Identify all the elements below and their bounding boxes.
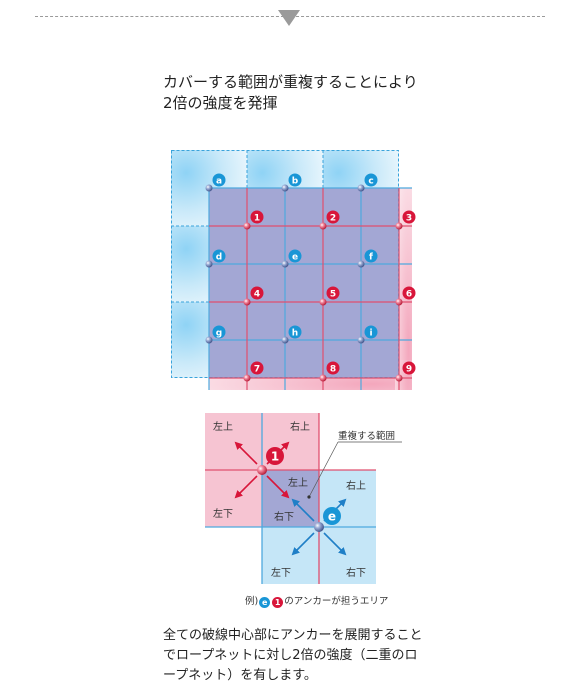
blue-label-bottom-right: 右下 bbox=[346, 566, 366, 579]
down-arrow-icon bbox=[278, 10, 300, 26]
anchor-label-8: 8 bbox=[330, 365, 336, 375]
anchor-4: 4 bbox=[243, 286, 264, 306]
detail-diagram: 1 e 左上 右上 左下 右下 左上 右上 左下 右下 重複する範囲 bbox=[205, 413, 402, 584]
heading-line-2: 2倍の強度を発揮 bbox=[163, 94, 278, 112]
arrow-red-bottom-left bbox=[234, 475, 258, 499]
anchor-f: f bbox=[357, 249, 378, 268]
anchor-label-5: 5 bbox=[330, 290, 336, 300]
anchor-7: 7 bbox=[243, 361, 264, 382]
blue-label-top-left: 左上 bbox=[288, 476, 308, 489]
anchor-label-i: i bbox=[369, 329, 372, 339]
red-grid-lines bbox=[209, 188, 412, 390]
red-anchors: 1 2 3 4 5 6 7 8 9 bbox=[243, 210, 416, 382]
arrow-blue-bottom-left bbox=[291, 532, 315, 556]
anchor-label-d: d bbox=[216, 253, 222, 263]
red-label-top-right: 右上 bbox=[290, 420, 310, 433]
anchor-e: e bbox=[281, 249, 302, 268]
anchor-label-2: 2 bbox=[330, 214, 336, 224]
blue-anchors: a b c d e f g h i bbox=[205, 173, 378, 344]
red-label-top-left: 左上 bbox=[213, 420, 233, 433]
anchor-2: 2 bbox=[319, 210, 340, 230]
anchor-3: 3 bbox=[395, 210, 416, 230]
anchor-a: a bbox=[205, 173, 226, 192]
anchor-g: g bbox=[205, 325, 226, 344]
arrow-blue-bottom-right bbox=[323, 532, 347, 556]
anchor-label-6: 6 bbox=[406, 290, 412, 300]
detail-blue-badge-label: e bbox=[328, 510, 336, 524]
anchor-6: 6 bbox=[395, 286, 416, 306]
main-grid bbox=[171, 150, 412, 390]
detail-red-badge bbox=[266, 447, 284, 465]
detail-blue-anchor bbox=[314, 522, 324, 532]
heading-line-1: カバーする範囲が重複することにより bbox=[163, 73, 418, 91]
arrow-red-bottom-right bbox=[266, 475, 290, 499]
blue-label-bottom-left: 左下 bbox=[271, 566, 291, 579]
detail-blue-badge bbox=[323, 507, 341, 525]
caption-prefix: 例) bbox=[245, 596, 259, 607]
callout-dot bbox=[307, 495, 311, 499]
anchor-d: d bbox=[205, 249, 226, 268]
anchor-label-c: c bbox=[368, 177, 373, 187]
callout-leader bbox=[308, 441, 339, 498]
anchor-label-f: f bbox=[369, 253, 373, 263]
caption-badge-red: 1 bbox=[272, 597, 284, 608]
footer-description: 全ての破線中心部にアンカーを展開することでロープネットに対し2倍の強度（二重のロ… bbox=[163, 628, 423, 683]
arrow-red-top-left bbox=[234, 441, 258, 465]
blue-label-top-right: 右上 bbox=[346, 479, 366, 492]
overlap-area bbox=[209, 188, 399, 378]
anchor-i: i bbox=[357, 325, 378, 344]
anchor-label-g: g bbox=[216, 329, 222, 339]
anchor-b: b bbox=[281, 173, 302, 192]
anchor-c: c bbox=[357, 173, 378, 192]
anchor-label-4: 4 bbox=[254, 290, 260, 300]
blue-grid-lines bbox=[208, 187, 412, 390]
detail-red-badge-label: 1 bbox=[271, 450, 279, 464]
anchor-label-e: e bbox=[292, 253, 298, 263]
caption-suffix: のアンカーが担うエリア bbox=[284, 596, 389, 607]
section-heading: カバーする範囲が重複することにより 2倍の強度を発揮 bbox=[163, 72, 418, 114]
anchor-5: 5 bbox=[319, 286, 340, 306]
red-label-bottom-left: 左下 bbox=[213, 507, 233, 520]
red-label-bottom-right: 右下 bbox=[274, 510, 294, 523]
anchor-label-a: a bbox=[216, 177, 222, 187]
anchor-h: h bbox=[281, 325, 302, 344]
anchor-1: 1 bbox=[243, 210, 264, 230]
anchor-9: 9 bbox=[395, 361, 416, 382]
arrow-blue-top-left bbox=[291, 498, 315, 522]
overlap-callout-label: 重複する範囲 bbox=[338, 430, 395, 442]
anchor-label-7: 7 bbox=[254, 365, 260, 375]
anchor-label-b: b bbox=[292, 177, 299, 187]
anchor-label-1: 1 bbox=[254, 214, 260, 224]
anchor-label-h: h bbox=[292, 329, 298, 339]
caption-badge-blue: e bbox=[259, 597, 271, 608]
anchor-label-3: 3 bbox=[406, 214, 412, 224]
anchor-label-9: 9 bbox=[406, 365, 412, 375]
anchor-8: 8 bbox=[319, 361, 340, 382]
detail-red-anchor bbox=[257, 465, 267, 475]
